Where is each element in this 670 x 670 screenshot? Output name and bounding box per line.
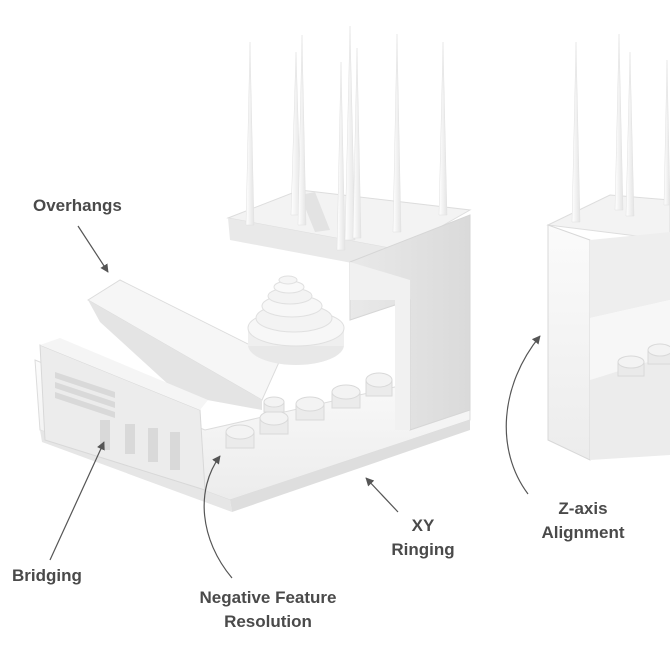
- upper-platform-grooves: [300, 192, 330, 232]
- bridging-slots: [55, 372, 180, 470]
- second-frame-bottom: [590, 355, 670, 460]
- overhangs-arrow: [77, 225, 109, 273]
- second-z-spikes: [571, 33, 670, 223]
- upper-platform-front: [228, 218, 400, 272]
- xy-ringing-label-line1: XY: [411, 516, 435, 535]
- overhang-ramp-side: [88, 300, 262, 410]
- z-axis-label-line2: Alignment: [541, 523, 625, 542]
- z-axis-alignment-label: Z-axis Alignment: [528, 497, 638, 545]
- xy-ringing-label-line2: Ringing: [391, 540, 455, 559]
- z-spikes: [245, 25, 448, 251]
- bridging-arrow: [49, 441, 105, 561]
- overhangs-label-text: Overhangs: [33, 196, 122, 215]
- second-frame-top: [590, 232, 670, 318]
- cylinder-pegs: [225, 372, 393, 449]
- stepped-pyramid: [247, 275, 345, 365]
- second-test-piece: [546, 33, 670, 461]
- z-axis-arrow: [505, 335, 541, 495]
- bridging-block-top: [40, 338, 208, 410]
- negative-feature-arrow: [203, 455, 233, 579]
- xy-ringing-label: XY Ringing: [378, 514, 468, 562]
- right-wall-inner: [350, 262, 410, 430]
- z-axis-label-line1: Z-axis: [558, 499, 608, 518]
- negative-feature-label-line1: Negative Feature: [199, 588, 337, 607]
- bridging-label-text: Bridging: [12, 566, 82, 585]
- second-upper-platform: [546, 194, 670, 241]
- main-test-piece: [34, 25, 472, 512]
- second-frame-left: [547, 224, 591, 461]
- bridging-label: Bridging: [12, 564, 82, 588]
- second-pegs: [617, 343, 670, 377]
- callout-arrows: [49, 225, 541, 579]
- base-plate-front: [230, 420, 470, 512]
- xy-ringing-arrow: [365, 477, 399, 513]
- negative-feature-resolution-label: Negative Feature Resolution: [178, 586, 358, 634]
- negative-feature-label-line2: Resolution: [224, 612, 312, 631]
- overhangs-label: Overhangs: [33, 194, 122, 218]
